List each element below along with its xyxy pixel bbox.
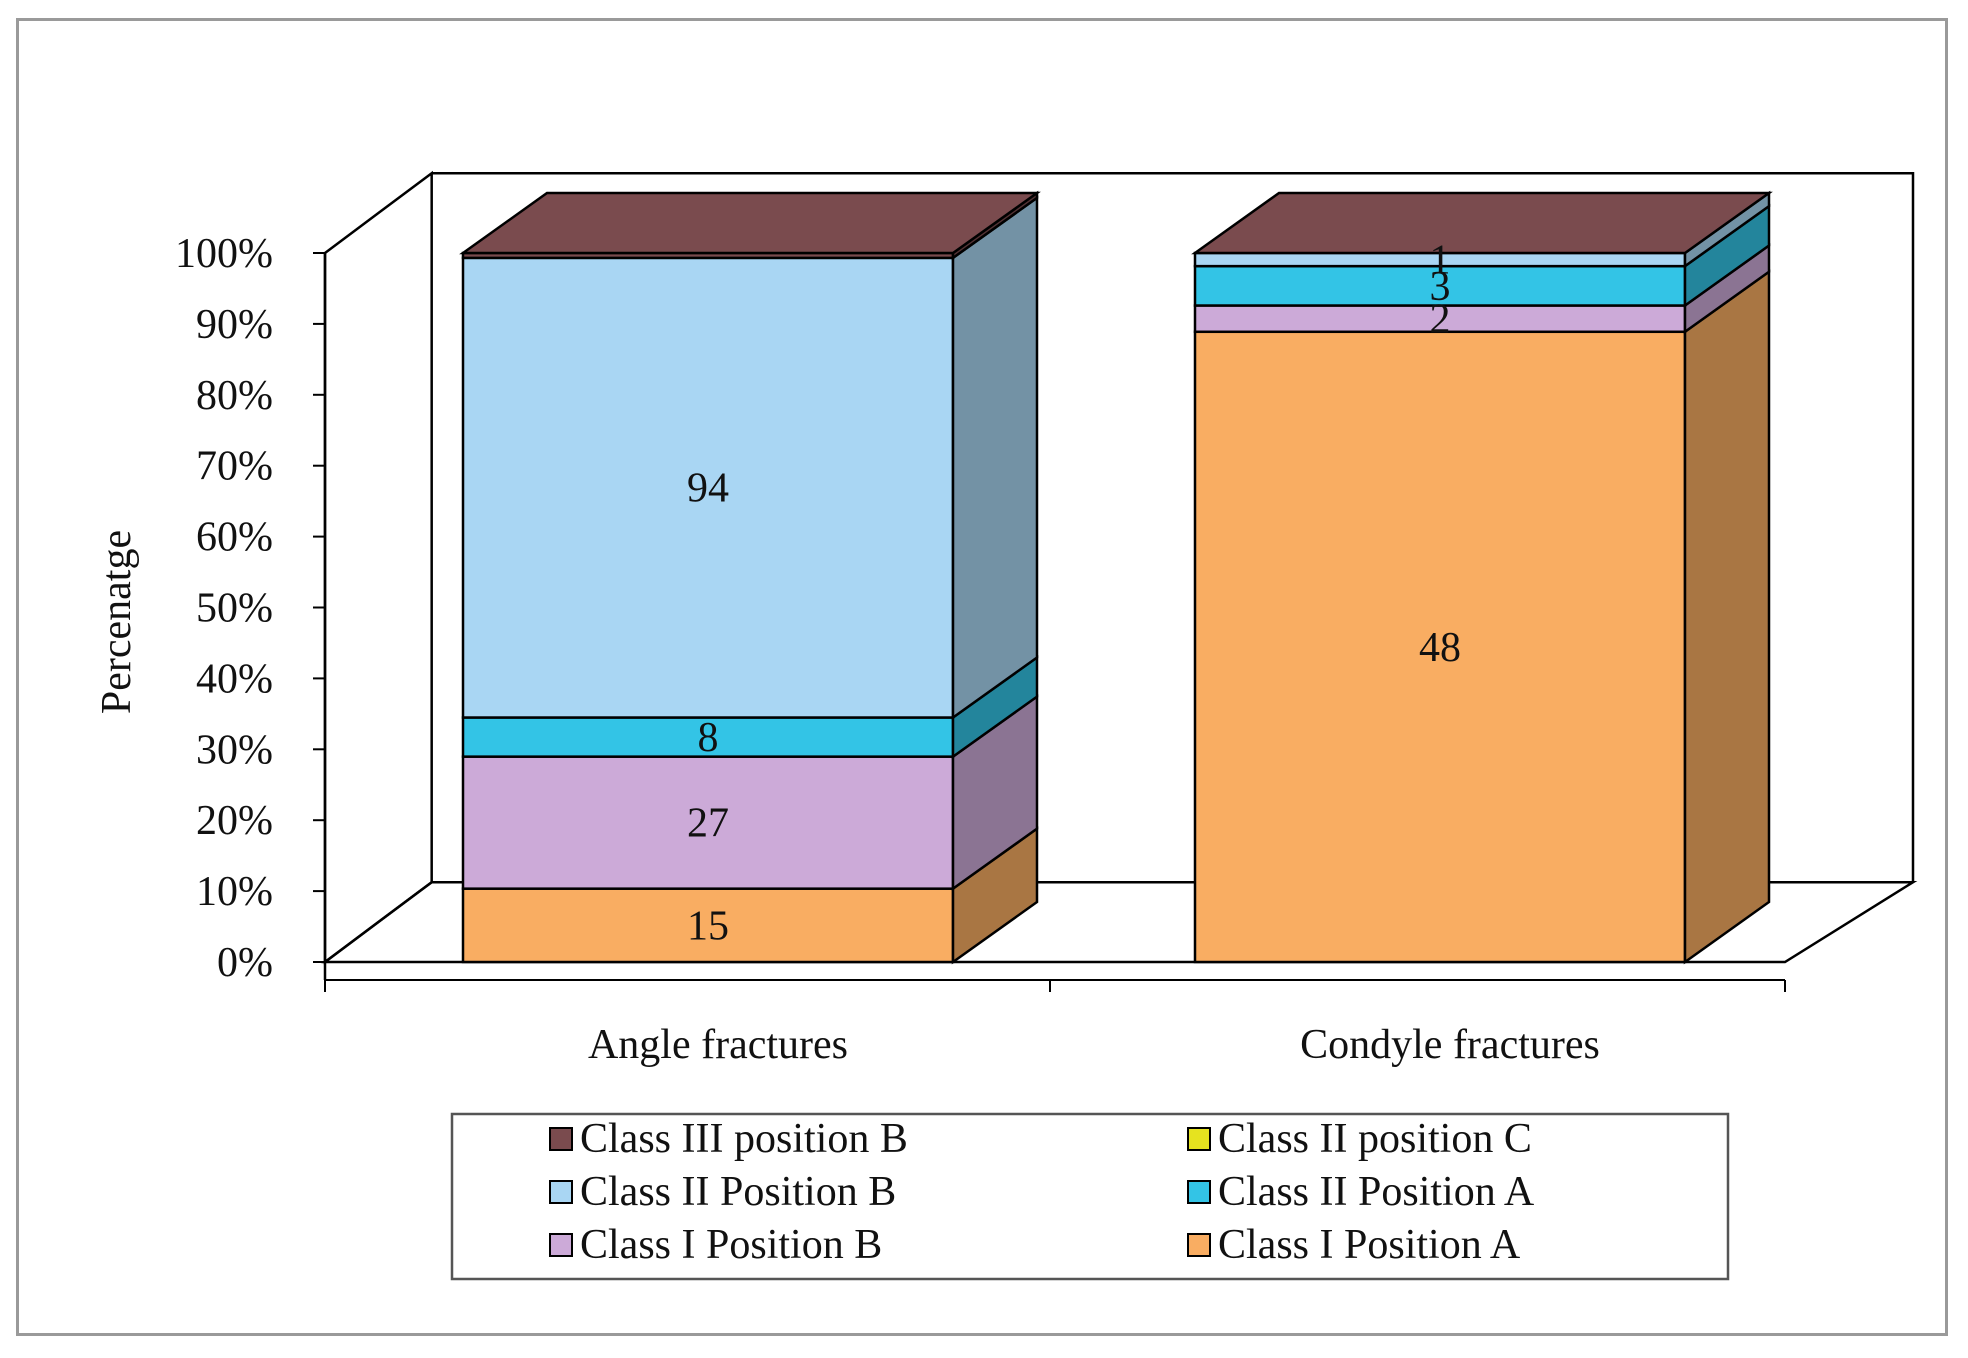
y-tick-label: 0% xyxy=(217,940,273,986)
bar-condyle-fractures-class-i-position-a-side xyxy=(1683,269,1771,965)
y-tick-label: 40% xyxy=(196,656,273,702)
legend-label-class-i-position-b: Class I Position B xyxy=(580,1222,882,1268)
legend-swatch-class-ii-position-c xyxy=(1187,1127,1211,1151)
legend-label-class-i-position-a: Class I Position A xyxy=(1218,1222,1521,1268)
y-tick-label: 30% xyxy=(196,727,273,773)
x-category-label-condyle-fractures: Condyle fractures xyxy=(1300,1022,1600,1068)
left-wall xyxy=(323,170,433,965)
data-label-condyle-fractures-class-ii-position-b: 1 xyxy=(1430,238,1451,284)
y-axis-title: Percenatge xyxy=(94,530,140,714)
data-label-condyle-fractures-class-i-position-b: 2 xyxy=(1430,297,1451,343)
legend-swatch-class-iii-position-b xyxy=(549,1127,573,1151)
x-category-label-angle-fractures: Angle fractures xyxy=(588,1022,848,1068)
y-tick-label: 20% xyxy=(196,798,273,844)
bar-angle-fractures-class-i-position-b-front xyxy=(461,755,955,890)
y-tick-label: 90% xyxy=(196,302,273,348)
data-label-condyle-fractures-class-i-position-a: 48 xyxy=(1419,625,1461,671)
data-label-angle-fractures-class-ii-position-a: 8 xyxy=(698,715,719,761)
bar-condyle-fractures-top xyxy=(1191,191,1773,255)
legend-label-class-ii-position-b: Class II Position B xyxy=(580,1169,896,1215)
bar-condyle-fractures-class-i-position-a-front xyxy=(1193,330,1687,964)
legend-label-class-iii-position-b: Class III position B xyxy=(580,1116,908,1162)
y-tick-label: 50% xyxy=(196,586,273,632)
legend-swatch-class-ii-position-a xyxy=(1187,1180,1211,1204)
legend-swatch-class-i-position-a xyxy=(1187,1233,1211,1257)
y-tick-label: 100% xyxy=(175,231,273,277)
y-tick-label: 10% xyxy=(196,869,273,915)
data-label-angle-fractures-class-ii-position-b: 94 xyxy=(687,466,729,512)
y-tick-label: 80% xyxy=(196,373,273,419)
legend-label-class-ii-position-c: Class II position C xyxy=(1218,1116,1532,1162)
bar-angle-fractures-top xyxy=(459,191,1041,255)
legend-swatch-class-ii-position-b xyxy=(549,1180,573,1204)
bar-angle-fractures-class-ii-position-b-front xyxy=(461,256,955,719)
bar-angle-fractures-class-ii-position-a-front xyxy=(461,716,955,758)
data-label-angle-fractures-class-i-position-b: 27 xyxy=(687,801,729,847)
y-tick-label: 60% xyxy=(196,515,273,561)
bar-angle-fractures-class-ii-position-b-side xyxy=(951,195,1039,720)
legend-box xyxy=(450,1112,1730,1281)
legend-label-class-ii-position-a: Class II Position A xyxy=(1218,1169,1535,1215)
data-label-angle-fractures-class-i-position-a: 15 xyxy=(687,903,729,949)
legend-swatch-class-i-position-b xyxy=(549,1233,573,1257)
back-wall xyxy=(431,171,1915,883)
data-label-condyle-fractures-class-ii-position-a: 3 xyxy=(1430,264,1451,310)
y-tick-label: 70% xyxy=(196,444,273,490)
